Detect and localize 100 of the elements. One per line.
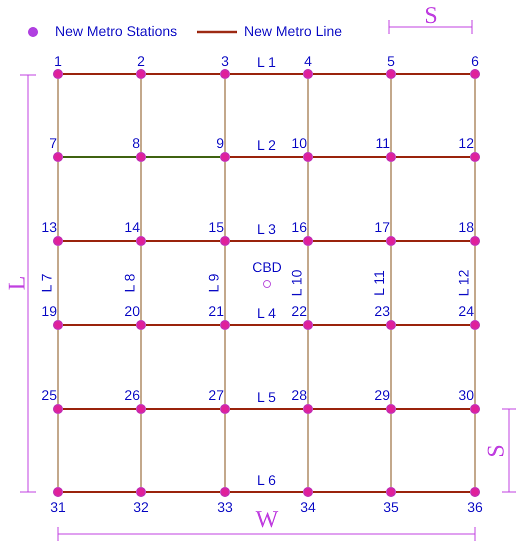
station-dot — [136, 487, 146, 497]
station-dot — [303, 404, 313, 414]
line-label: L 8 — [122, 272, 136, 294]
line-label: L 3 — [256, 222, 277, 236]
dimension-label: S — [485, 444, 509, 458]
station-number: 12 — [458, 136, 474, 150]
station-dot — [386, 320, 396, 330]
metro-line — [57, 330, 59, 404]
metro-line — [313, 324, 386, 326]
station-dot — [136, 404, 146, 414]
line-label: L 7 — [39, 272, 53, 294]
station-number: 4 — [304, 54, 312, 68]
station-dot — [470, 404, 480, 414]
station-number: 7 — [49, 136, 57, 150]
station-dot — [136, 320, 146, 330]
station-dot — [136, 69, 146, 79]
station-dot — [220, 487, 230, 497]
station-dot — [386, 487, 396, 497]
metro-line — [140, 162, 142, 236]
station-dot — [470, 487, 480, 497]
metro-line — [57, 414, 59, 487]
metro-line — [474, 246, 476, 320]
station-dot — [303, 320, 313, 330]
station-dot — [53, 236, 63, 246]
station-dot — [470, 152, 480, 162]
metro-line — [230, 73, 303, 75]
metro-line — [140, 330, 142, 404]
station-number: 10 — [291, 136, 307, 150]
dimension-label: S — [424, 4, 438, 28]
station-dot — [220, 152, 230, 162]
metro-line — [57, 79, 59, 152]
station-dot — [470, 236, 480, 246]
line-label: L 10 — [289, 268, 303, 298]
metro-line — [140, 414, 142, 487]
metro-line — [230, 491, 303, 493]
station-dot — [220, 69, 230, 79]
metro-line — [146, 73, 220, 75]
station-number: 26 — [124, 388, 140, 402]
station-dot — [220, 236, 230, 246]
cbd-marker — [263, 280, 271, 288]
metro-line — [63, 408, 136, 410]
station-number: 36 — [467, 500, 483, 514]
metro-line — [230, 240, 303, 242]
station-number: 23 — [374, 304, 390, 318]
area-label: CBD — [252, 260, 282, 274]
metro-line — [146, 491, 220, 493]
metro-line — [313, 156, 386, 158]
station-number: 15 — [208, 220, 224, 234]
station-number: 29 — [374, 388, 390, 402]
station-number: 8 — [132, 136, 140, 150]
metro-line — [224, 246, 226, 320]
line-label: L 5 — [256, 390, 277, 404]
station-dot — [53, 487, 63, 497]
station-number: 30 — [458, 388, 474, 402]
metro-line — [307, 246, 309, 320]
station-number: 16 — [291, 220, 307, 234]
metro-line — [57, 162, 59, 236]
metro-line — [390, 246, 392, 320]
metro-line — [474, 162, 476, 236]
legend-label: New Metro Stations — [55, 24, 178, 38]
metro-line — [140, 79, 142, 152]
metro-line — [230, 156, 303, 158]
line-label: L 2 — [256, 138, 277, 152]
station-dot — [53, 69, 63, 79]
metro-line — [57, 246, 59, 320]
station-dot — [53, 320, 63, 330]
station-number: 20 — [124, 304, 140, 318]
metro-line — [474, 79, 476, 152]
station-dot — [386, 69, 396, 79]
station-number: 25 — [41, 388, 57, 402]
line-label: L 4 — [256, 306, 277, 320]
metro-line — [307, 414, 309, 487]
station-dot — [303, 236, 313, 246]
metro-line — [63, 491, 136, 493]
metro-line — [224, 162, 226, 236]
metro-line — [146, 324, 220, 326]
station-dot — [53, 404, 63, 414]
line-label: L 6 — [256, 473, 277, 487]
station-dot — [303, 487, 313, 497]
station-dot — [53, 152, 63, 162]
metro-line — [474, 414, 476, 487]
station-number: 33 — [217, 500, 233, 514]
station-number: 27 — [208, 388, 224, 402]
metro-line — [230, 408, 303, 410]
station-number: 34 — [300, 500, 316, 514]
station-number: 17 — [374, 220, 390, 234]
station-number: 18 — [458, 220, 474, 234]
metro-line — [63, 156, 136, 158]
metro-line — [390, 162, 392, 236]
metro-line — [390, 330, 392, 404]
legend-label: New Metro Line — [244, 24, 342, 38]
station-number: 22 — [291, 304, 307, 318]
station-dot — [136, 236, 146, 246]
metro-line — [146, 240, 220, 242]
station-number: 2 — [137, 54, 145, 68]
metro-line — [313, 408, 386, 410]
station-number: 32 — [133, 500, 149, 514]
metro-line — [390, 414, 392, 487]
metro-line — [63, 73, 136, 75]
metro-line — [224, 79, 226, 152]
